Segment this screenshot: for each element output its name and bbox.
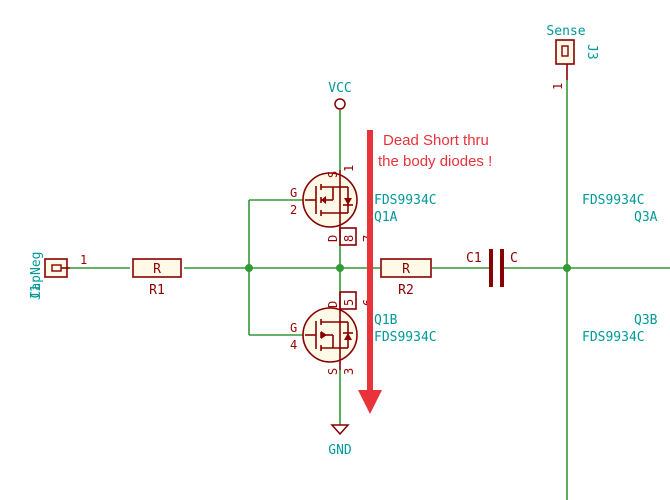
j1-pin-number: 1 bbox=[80, 253, 87, 267]
q1b-g-label: G bbox=[290, 321, 297, 335]
annotation-line-1: Dead Short thru bbox=[383, 132, 489, 149]
q1b-value: FDS9934C bbox=[374, 330, 437, 345]
gnd-triangle-icon bbox=[330, 424, 350, 436]
j3-pin-number: 1 bbox=[551, 83, 565, 90]
q3b-ref: Q3B bbox=[634, 313, 658, 328]
q1a-d-num1: 8 bbox=[342, 235, 356, 242]
q1b-g-num: 4 bbox=[290, 338, 297, 352]
annotation-arrow-shaft bbox=[367, 130, 373, 392]
q1b-s-num: 3 bbox=[342, 368, 356, 375]
r2-ref: R2 bbox=[398, 283, 414, 298]
mosfet-q1b: G 4 D 5 6 S 3 Q1B FDS9934C bbox=[290, 291, 437, 375]
q1b-drain-box bbox=[339, 291, 357, 310]
j3-body bbox=[555, 39, 575, 65]
annotation: Dead Short thru the body diodes ! bbox=[358, 130, 492, 414]
q3b-value: FDS9934C bbox=[582, 330, 645, 345]
vcc-label: VCC bbox=[328, 81, 351, 96]
junction-sense bbox=[563, 264, 571, 272]
r1-ref: R1 bbox=[149, 283, 165, 298]
q1a-s-label: S bbox=[326, 171, 340, 178]
resistor-r1: R R1 bbox=[132, 258, 182, 298]
connector-j3: Sense J3 1 bbox=[546, 24, 599, 90]
j1-label-ref: J1 bbox=[29, 284, 44, 300]
q1b-s-label: S bbox=[326, 368, 340, 375]
r2-body bbox=[380, 258, 432, 278]
wires bbox=[70, 80, 670, 500]
q3a-ref: Q3A bbox=[634, 210, 658, 225]
q3a-value: FDS9934C bbox=[582, 193, 645, 208]
q1a-g-label: G bbox=[290, 186, 297, 200]
capacitor-c1: C1 C bbox=[466, 249, 518, 287]
q1a-arrow-icon bbox=[321, 196, 326, 204]
j3-label-name: Sense bbox=[546, 24, 585, 39]
gnd-symbol: GND bbox=[328, 424, 352, 458]
mosfet-q1a: G 2 S 1 D 8 7 FDS9934C Q1A bbox=[290, 165, 437, 246]
r2-value: R bbox=[402, 262, 410, 277]
vcc-symbol: VCC bbox=[328, 81, 352, 110]
q1a-s-num: 1 bbox=[342, 165, 356, 172]
annotation-line-2: the body diodes ! bbox=[378, 153, 492, 170]
j1-label-name: CapNeg bbox=[29, 252, 44, 299]
q1a-value: FDS9934C bbox=[374, 193, 437, 208]
j3-label-ref: J3 bbox=[584, 44, 599, 60]
q1b-d-num1: 5 bbox=[342, 299, 356, 306]
q1a-ref: Q1A bbox=[374, 210, 398, 225]
q1b-d-label: D bbox=[326, 301, 340, 308]
q1a-d-label: D bbox=[326, 235, 340, 242]
c1-value: C bbox=[510, 251, 518, 266]
junction-mid bbox=[336, 264, 344, 272]
mosfet-q3-labels: FDS9934C Q3A Q3B FDS9934C bbox=[582, 193, 658, 345]
q1a-g-num: 2 bbox=[290, 203, 297, 217]
annotation-arrow-icon bbox=[358, 390, 382, 414]
junction-gate bbox=[245, 264, 253, 272]
q1b-ref: Q1B bbox=[374, 313, 398, 328]
gnd-label: GND bbox=[328, 443, 352, 458]
r1-value: R bbox=[153, 262, 161, 277]
j3-pin-box bbox=[561, 45, 569, 57]
c1-ref: C1 bbox=[466, 251, 482, 266]
resistor-r2: R R2 bbox=[380, 258, 432, 298]
vcc-circle bbox=[334, 98, 346, 110]
connector-j1: 1 J1 CapNeg bbox=[29, 252, 87, 300]
q1b-arrow-icon bbox=[321, 331, 327, 339]
r1-body bbox=[132, 258, 182, 278]
q1a-drain-box bbox=[339, 227, 357, 246]
